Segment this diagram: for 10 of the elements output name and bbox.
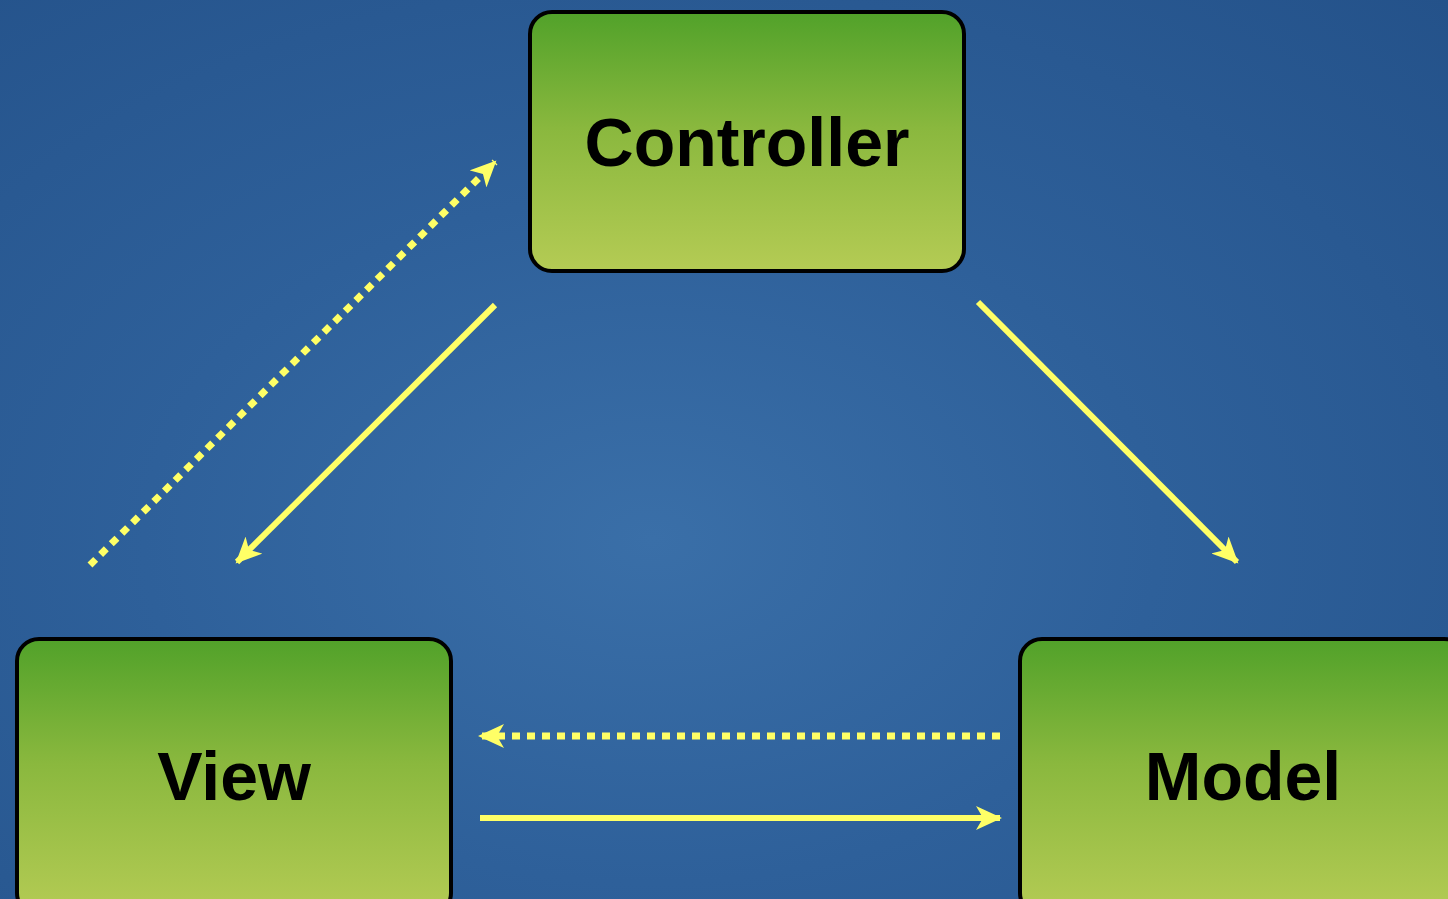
arrow xyxy=(975,299,1240,565)
node-label: Model xyxy=(1144,737,1342,815)
process-box xyxy=(15,637,453,899)
arrow xyxy=(480,806,1002,830)
process-box xyxy=(528,10,966,273)
arrow xyxy=(87,159,498,568)
process-box xyxy=(1018,637,1448,899)
arrow xyxy=(234,302,498,565)
node-label: View xyxy=(157,737,311,815)
node-label: Controller xyxy=(584,102,910,181)
